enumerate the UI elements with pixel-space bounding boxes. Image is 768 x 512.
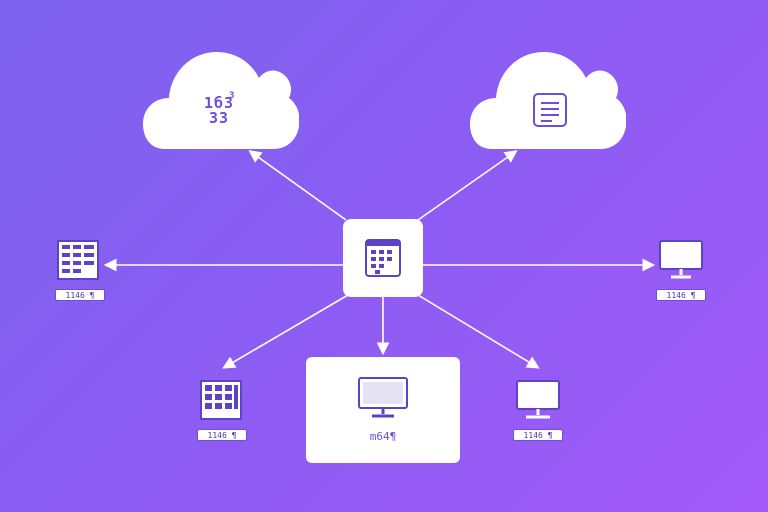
device-label: 1146 ¶ xyxy=(55,289,105,301)
link-to-right-cloud xyxy=(417,150,518,221)
cloud-node-right xyxy=(470,46,626,150)
cloud-shape xyxy=(470,52,626,149)
device-label: 1146 ¶ xyxy=(656,289,706,301)
device-right: 1146 ¶ xyxy=(656,240,706,302)
device-bottom-right: 1146 ¶ xyxy=(513,380,563,442)
cloud-node-left: 1б3 33 3 xyxy=(143,46,299,150)
device-left: 1146 ¶ xyxy=(55,240,105,302)
calendar-grid-icon xyxy=(365,239,401,277)
link-to-bottom-right-device xyxy=(417,294,540,369)
device-label: 1146 ¶ xyxy=(197,429,247,441)
document-icon xyxy=(533,93,567,127)
cloud-data-readout: 1б3 33 xyxy=(203,94,235,127)
calculator-icon xyxy=(200,380,242,420)
link-to-bottom-left-device xyxy=(222,294,349,369)
cloud-data-superscript: 3 xyxy=(229,91,236,101)
spreadsheet-icon xyxy=(57,240,99,280)
monitor-icon xyxy=(659,240,703,279)
monitor-icon xyxy=(516,380,560,419)
central-hub xyxy=(343,219,423,297)
workstation-panel: m64¶ xyxy=(306,357,460,463)
cloud-shape xyxy=(143,52,299,149)
panel-label: m64¶ xyxy=(369,430,397,443)
device-bottom-left: 1146 ¶ xyxy=(197,380,247,442)
device-label: 1146 ¶ xyxy=(513,429,563,441)
monitor-icon xyxy=(358,377,408,418)
link-to-left-cloud xyxy=(248,150,347,221)
